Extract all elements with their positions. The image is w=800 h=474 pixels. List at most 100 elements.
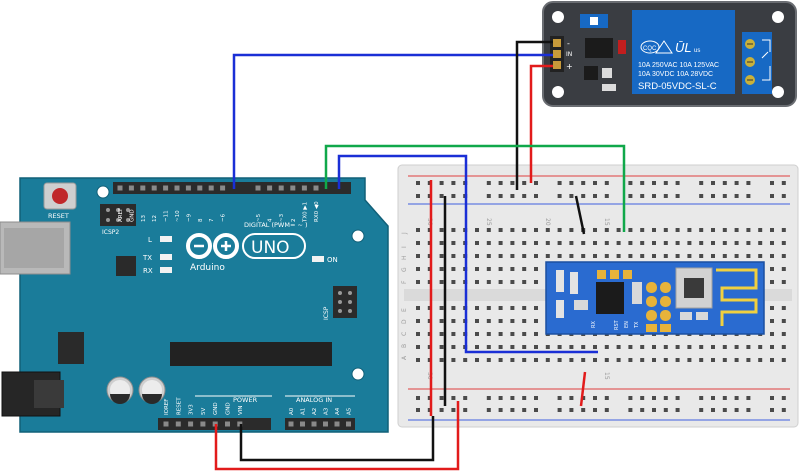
breadboard-hole bbox=[770, 254, 774, 258]
breadboard-hole bbox=[451, 228, 456, 232]
digital-pin-hole[interactable] bbox=[278, 185, 284, 191]
breadboard-hole bbox=[781, 319, 786, 323]
breadboard-hole bbox=[663, 228, 668, 232]
breadboard-hole bbox=[699, 408, 704, 412]
breadboard-hole bbox=[510, 358, 515, 362]
breadboard-hole bbox=[475, 228, 479, 232]
power-pin-hole[interactable] bbox=[188, 421, 194, 427]
analog-pin-hole[interactable] bbox=[300, 421, 305, 427]
breadboard-hole bbox=[439, 332, 444, 336]
digital-pin-hole[interactable] bbox=[208, 185, 214, 191]
breadboard-hole bbox=[486, 332, 491, 336]
digital-pin-hole[interactable] bbox=[197, 185, 203, 191]
digital-pin-hole[interactable] bbox=[267, 185, 273, 191]
breadboard-hole bbox=[770, 319, 774, 323]
breadboard-hole bbox=[628, 358, 633, 362]
digital-pin-hole[interactable] bbox=[290, 185, 296, 191]
power-pin-hole[interactable] bbox=[163, 421, 169, 427]
breadboard-hole bbox=[593, 228, 597, 232]
analog-pin-hole[interactable] bbox=[334, 421, 340, 427]
relay-model-text: SRD-05VDC-SL-C bbox=[638, 81, 717, 92]
breadboard-hole bbox=[534, 332, 538, 336]
digital-pin-hole[interactable] bbox=[117, 185, 123, 191]
breadboard-hole bbox=[604, 194, 609, 198]
breadboard-hole bbox=[498, 319, 503, 323]
digital-pin-hole[interactable] bbox=[185, 185, 191, 191]
digital-pin-hole[interactable] bbox=[220, 185, 226, 191]
digital-pin-hole[interactable] bbox=[255, 185, 261, 191]
reset-button-cap[interactable] bbox=[52, 188, 68, 204]
breadboard-hole bbox=[781, 345, 786, 349]
digital-pin-hole[interactable] bbox=[174, 185, 180, 191]
breadboard-hole bbox=[781, 267, 786, 271]
dc-power-jack-front bbox=[34, 380, 64, 408]
breadboard-hole bbox=[498, 228, 503, 232]
breadboard-hole bbox=[628, 396, 633, 400]
relay-rating-line1: 10A 250VAC 10A 125VAC bbox=[638, 62, 719, 69]
wire-blue-relay-in bbox=[232, 53, 553, 189]
digital-pin-hole[interactable] bbox=[128, 185, 134, 191]
breadboard-hole bbox=[451, 254, 456, 258]
breadboard-hole bbox=[569, 181, 574, 185]
breadboard-hole bbox=[557, 254, 562, 258]
analog-pin-label: A4 bbox=[335, 407, 341, 415]
breadboard-hole bbox=[475, 319, 479, 323]
breadboard-hole bbox=[451, 267, 456, 271]
row-letter-d: D bbox=[401, 319, 408, 324]
power-pin-hole[interactable] bbox=[225, 421, 230, 427]
power-pin-label: IOREF bbox=[164, 399, 170, 415]
breadboard-hole bbox=[722, 408, 727, 412]
analog-pin-hole[interactable] bbox=[323, 421, 328, 427]
breadboard-hole bbox=[699, 358, 704, 362]
breadboard-hole bbox=[722, 194, 727, 198]
arduino-logo-icon bbox=[186, 233, 239, 259]
ul-mark-text: us bbox=[694, 48, 700, 54]
breadboard-hole bbox=[699, 396, 704, 400]
breadboard-hole bbox=[663, 345, 668, 349]
digital-pin-hole[interactable] bbox=[140, 185, 146, 191]
digital-pin-hole[interactable] bbox=[301, 185, 307, 191]
breadboard-hole bbox=[593, 358, 597, 362]
breadboard-hole bbox=[416, 408, 420, 412]
breadboard-hole bbox=[711, 241, 715, 245]
breadboard-hole bbox=[663, 181, 668, 185]
breadboard-hole bbox=[687, 345, 692, 349]
power-pin-label: RESET bbox=[176, 397, 182, 415]
breadboard-hole bbox=[734, 396, 739, 400]
breadboard-hole bbox=[746, 408, 751, 412]
atmega-microcontroller bbox=[170, 342, 332, 366]
esp-pin-rx-label: RX bbox=[591, 321, 597, 328]
column-number-20: 20 bbox=[544, 218, 551, 226]
digital-pin-hole[interactable] bbox=[151, 185, 157, 191]
icsp-label: ICSP bbox=[323, 306, 330, 320]
breadboard-hole bbox=[628, 345, 633, 349]
breadboard-hole bbox=[486, 267, 491, 271]
digital-pin-hole[interactable] bbox=[313, 185, 319, 191]
breadboard-hole bbox=[522, 396, 527, 400]
breadboard-hole bbox=[522, 241, 527, 245]
breadboard-hole bbox=[652, 408, 656, 412]
analog-pin-label: A0 bbox=[289, 407, 295, 415]
breadboard-hole bbox=[451, 345, 456, 349]
digital-pin-label: 12 bbox=[152, 215, 158, 222]
breadboard-hole bbox=[534, 194, 538, 198]
analog-pin-hole[interactable] bbox=[346, 421, 351, 427]
power-pin-hole[interactable] bbox=[200, 421, 206, 427]
breadboard-hole bbox=[675, 345, 680, 349]
column-number-30-bottom: 30 bbox=[426, 372, 433, 380]
breadboard-hole bbox=[416, 396, 420, 400]
breadboard-hole bbox=[510, 181, 515, 185]
breadboard-hole bbox=[781, 332, 786, 336]
breadboard-hole bbox=[475, 267, 479, 271]
analog-pin-hole[interactable] bbox=[311, 421, 317, 427]
digital-pin-label: 13 bbox=[141, 215, 147, 222]
led-on bbox=[312, 256, 324, 262]
breadboard-hole bbox=[534, 319, 538, 323]
analog-pin-hole[interactable] bbox=[288, 421, 294, 427]
breadboard-hole bbox=[522, 345, 527, 349]
power-pin-hole[interactable] bbox=[175, 421, 181, 427]
digital-pin-hole[interactable] bbox=[163, 185, 169, 191]
breadboard-hole bbox=[416, 358, 420, 362]
breadboard-hole bbox=[534, 267, 538, 271]
led-rx bbox=[160, 267, 172, 273]
